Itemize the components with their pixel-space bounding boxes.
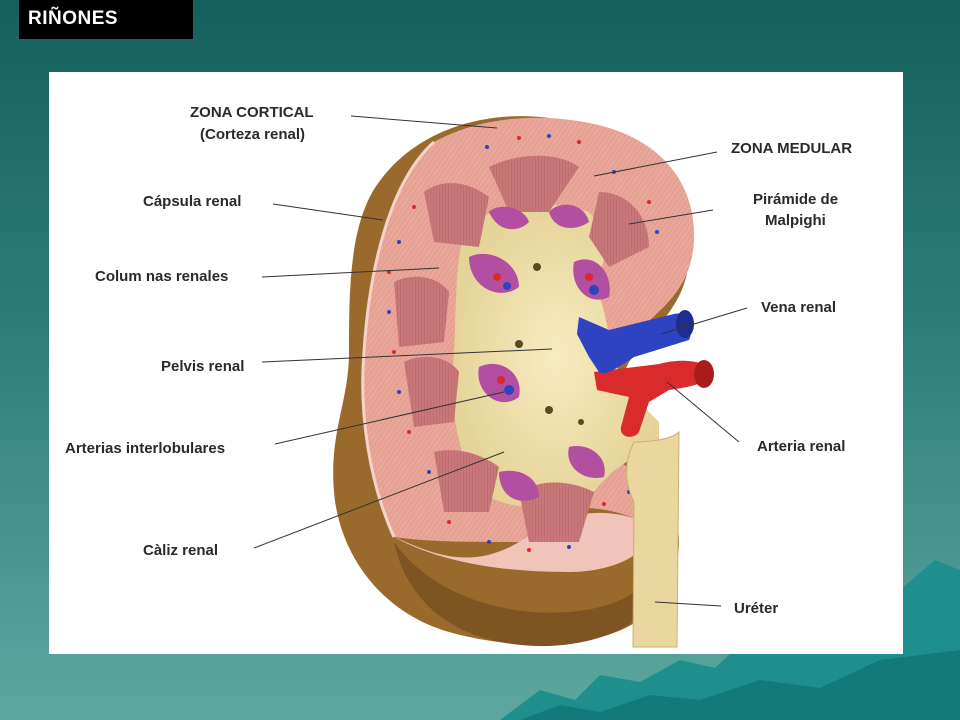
label-arterias-interlobulares: Arterias interlobulares <box>65 440 225 457</box>
label-vena-renal: Vena renal <box>761 299 836 316</box>
label-arteria-renal: Arteria renal <box>757 438 845 455</box>
leader-lines <box>253 115 748 607</box>
diagram-panel: ZONA CORTICAL (Corteza renal) ZONA MEDUL… <box>49 72 903 654</box>
renal-artery <box>594 360 711 437</box>
label-pelvis-renal: Pelvis renal <box>161 358 244 375</box>
renal-calyces <box>469 204 610 501</box>
label-piramide-2: Malpighi <box>765 212 826 229</box>
slide-title: RIÑONES <box>19 0 193 39</box>
renal-pyramids <box>394 155 649 542</box>
label-corteza-renal: (Corteza renal) <box>200 126 305 143</box>
interlobular-vessels <box>387 134 659 552</box>
label-zona-cortical: ZONA CORTICAL <box>190 104 314 121</box>
label-zona-medular: ZONA MEDULAR <box>731 140 852 157</box>
kidney-diagram: ZONA CORTICAL (Corteza renal) ZONA MEDUL… <box>65 104 852 648</box>
label-capsula-renal: Cápsula renal <box>143 193 241 210</box>
renal-vein <box>577 313 691 374</box>
ureter <box>626 430 680 648</box>
label-caliz-renal: Càliz renal <box>143 542 218 559</box>
label-columnas-renales: Colum nas renales <box>95 268 228 285</box>
label-piramide-1: Pirámide de <box>753 191 838 208</box>
label-ureter: Uréter <box>734 600 778 617</box>
